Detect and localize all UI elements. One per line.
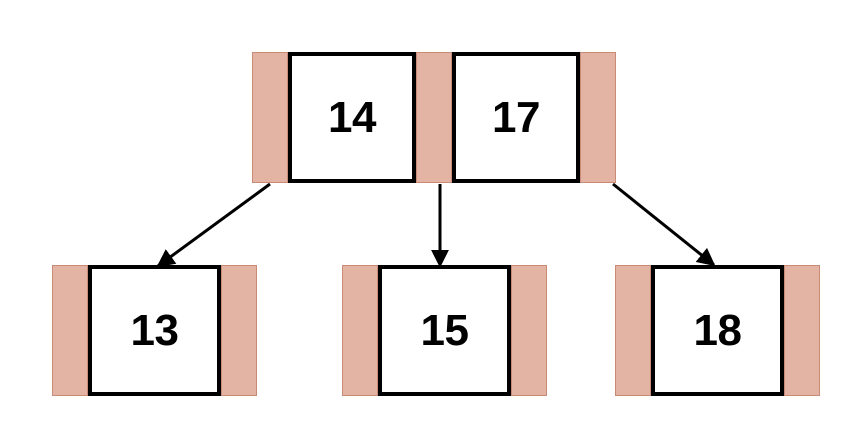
- root-pointer-2[interactable]: [580, 52, 616, 183]
- leaf-node-15[interactable]: 15: [342, 265, 547, 396]
- leaf-18-key-cell[interactable]: 18: [651, 265, 784, 396]
- leaf-15-pointer-1[interactable]: [511, 265, 547, 396]
- root-node[interactable]: 14 17: [252, 52, 616, 183]
- root-key-cell-0[interactable]: 14: [288, 52, 416, 183]
- root-pointer-1[interactable]: [416, 52, 452, 183]
- root-key-cell-1[interactable]: 17: [452, 52, 580, 183]
- leaf-15-key-cell[interactable]: 15: [378, 265, 511, 396]
- leaf-13-key-cell[interactable]: 13: [88, 265, 221, 396]
- leaf-node-13[interactable]: 13: [52, 265, 257, 396]
- leaf-13-pointer-1[interactable]: [221, 265, 257, 396]
- root-pointer-0[interactable]: [252, 52, 288, 183]
- leaf-18-pointer-0[interactable]: [615, 265, 651, 396]
- leaf-13-pointer-0[interactable]: [52, 265, 88, 396]
- edge-root-to-13: [156, 182, 271, 268]
- leaf-18-pointer-1[interactable]: [784, 265, 820, 396]
- leaf-node-18[interactable]: 18: [615, 265, 820, 396]
- leaf-15-pointer-0[interactable]: [342, 265, 378, 396]
- edge-root-to-18: [612, 182, 716, 267]
